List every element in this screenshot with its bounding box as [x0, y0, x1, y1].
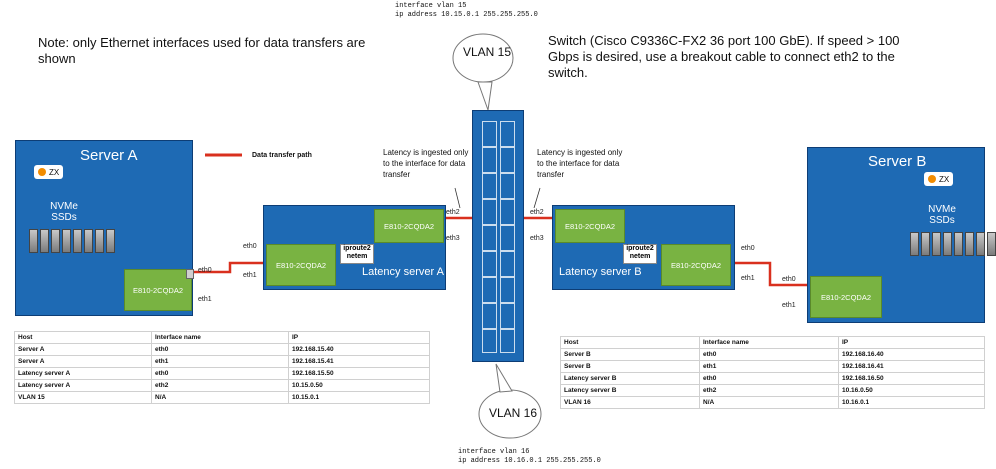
lat-b-eth1: eth1	[741, 275, 755, 282]
lat-b-eth3: eth3	[530, 235, 544, 242]
zx-logo-b: ZX	[924, 172, 954, 186]
lat-a-eth3: eth3	[446, 235, 460, 242]
note-left: Note: only Ethernet interfaces used for …	[38, 35, 366, 66]
latency-note-a: Latency is ingested only to the interfac…	[383, 148, 469, 179]
note-right: Switch (Cisco C9336C-FX2 36 port 100 GbE…	[548, 33, 900, 80]
lat-a-eth0: eth0	[243, 243, 257, 250]
switch-ports-right	[500, 121, 515, 353]
vlan15-label: VLAN 15	[463, 45, 512, 59]
latency-server-b: E810-2CQDA2 E810-2CQDA2 iproute2 netem L…	[552, 205, 735, 290]
lat-b-eth2: eth2	[530, 209, 544, 216]
switch-ports-left	[482, 121, 497, 353]
switch	[472, 110, 524, 362]
zx-icon	[928, 175, 936, 183]
lat-a-title: Latency server A	[362, 266, 444, 278]
lat-a-nic-top: E810-2CQDA2	[374, 209, 444, 243]
server-b-disks	[910, 232, 996, 256]
server-a-title: Server A	[80, 147, 138, 164]
lat-a-nic-left: E810-2CQDA2	[266, 244, 336, 286]
server-b-eth0: eth0	[782, 276, 796, 283]
lat-b-nic-right: E810-2CQDA2	[661, 244, 731, 286]
server-a-nvme: NVMe SSDs	[50, 201, 78, 223]
lat-b-title: Latency server B	[559, 266, 642, 278]
zx-icon	[38, 168, 46, 176]
lat-b-nic-top: E810-2CQDA2	[555, 209, 625, 243]
server-a: Server A ZX NVMe SSDs E810-2CQDA2	[15, 140, 194, 316]
lat-a-tools: iproute2 netem	[340, 244, 374, 264]
latency-note-b: Latency is ingested only to the interfac…	[537, 148, 623, 179]
server-a-eth1: eth1	[198, 296, 212, 303]
server-b-title: Server B	[868, 153, 927, 170]
lat-a-eth1: eth1	[243, 272, 257, 279]
server-b-nic: E810-2CQDA2	[810, 276, 882, 318]
vlan16-label: VLAN 16	[489, 406, 538, 420]
lat-b-eth0: eth0	[741, 245, 755, 252]
lat-a-eth2: eth2	[446, 209, 460, 216]
zx-logo: ZX	[34, 165, 64, 179]
server-b-eth1: eth1	[782, 302, 796, 309]
server-a-nic: E810-2CQDA2	[124, 269, 192, 311]
latency-server-a: E810-2CQDA2 E810-2CQDA2 iproute2 netem L…	[263, 205, 446, 290]
server-a-disks	[29, 229, 115, 253]
server-a-eth0: eth0	[198, 267, 212, 274]
server-b-nvme: NVMe SSDs	[928, 204, 956, 226]
server-b: Server B ZX NVMe SSDs E810-2CQDA2	[807, 147, 996, 323]
lat-b-tools: iproute2 netem	[623, 244, 657, 264]
legend-label: Data transfer path	[252, 152, 312, 159]
